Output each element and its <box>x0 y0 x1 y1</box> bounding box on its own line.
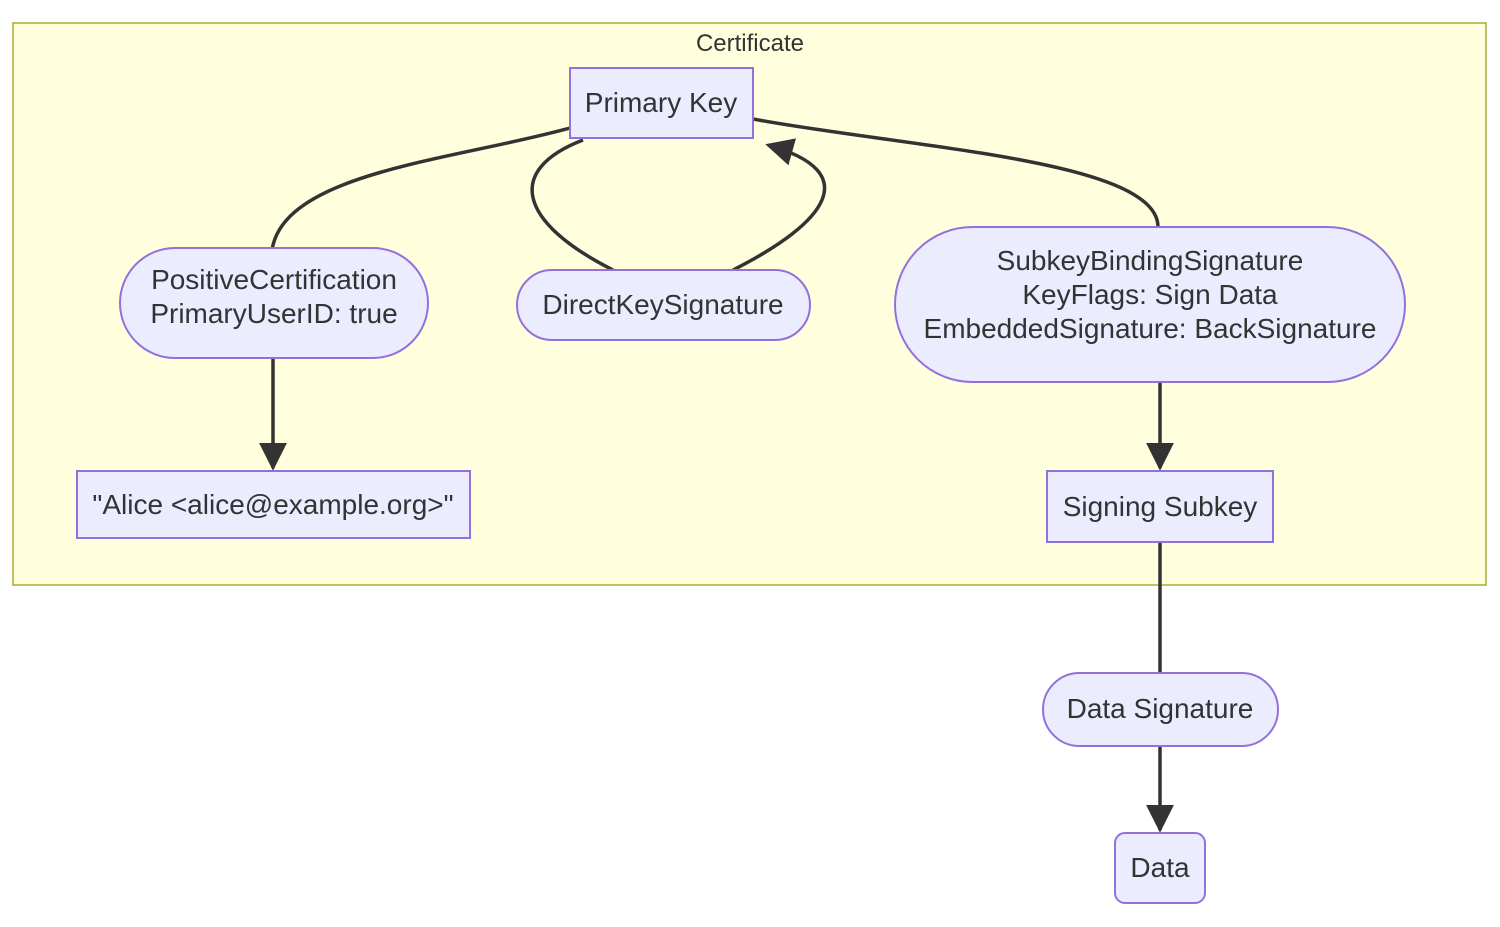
edges <box>259 117 1174 833</box>
primary-key-box <box>569 67 754 139</box>
direct-key-signature-shape <box>516 269 811 341</box>
node-signing-subkey: Signing Subkey <box>1046 470 1274 543</box>
data-signature-shape <box>1042 672 1279 747</box>
positive-certification-line2: PrimaryUserID: true <box>150 298 397 329</box>
signing-subkey-box <box>1046 470 1274 543</box>
edge-primarykey-directkeysignature <box>530 138 614 272</box>
edge-primarykey-subkeybindingsignature <box>752 117 1160 228</box>
edge-directkeysignature-primarykey <box>732 138 827 272</box>
user-id-box <box>76 470 471 539</box>
certificate-label: Certificate <box>696 30 804 57</box>
node-data: Data <box>1114 832 1206 904</box>
node-subkey-binding-signature: SubkeyBindingSignature KeyFlags: Sign Da… <box>894 226 1406 383</box>
subkey-binding-signature-shape <box>894 226 1406 383</box>
node-primary-key: Primary Key <box>569 67 754 139</box>
edge-primarykey-positivecertification <box>270 126 571 251</box>
node-user-id: "Alice <alice@example.org>" <box>76 470 471 539</box>
data-label: Data <box>1130 852 1190 883</box>
direct-key-signature-label: DirectKeySignature <box>542 289 783 320</box>
primary-key-label: Primary Key <box>585 87 737 118</box>
subkey-binding-signature-line3: EmbeddedSignature: BackSignature <box>924 313 1377 344</box>
subkey-binding-signature-line2: KeyFlags: Sign Data <box>1022 279 1278 310</box>
positive-certification-shape <box>119 247 429 359</box>
node-direct-key-signature: DirectKeySignature <box>516 269 811 341</box>
data-signature-label: Data Signature <box>1067 693 1254 724</box>
positive-certification-line1: PositiveCertification <box>151 264 397 295</box>
signing-subkey-label: Signing Subkey <box>1063 491 1258 522</box>
subkey-binding-signature-line1: SubkeyBindingSignature <box>997 245 1304 276</box>
user-id-label: "Alice <alice@example.org>" <box>92 489 453 520</box>
data-box <box>1114 832 1206 904</box>
node-data-signature: Data Signature <box>1042 672 1279 747</box>
node-positive-certification: PositiveCertification PrimaryUserID: tru… <box>119 247 429 359</box>
